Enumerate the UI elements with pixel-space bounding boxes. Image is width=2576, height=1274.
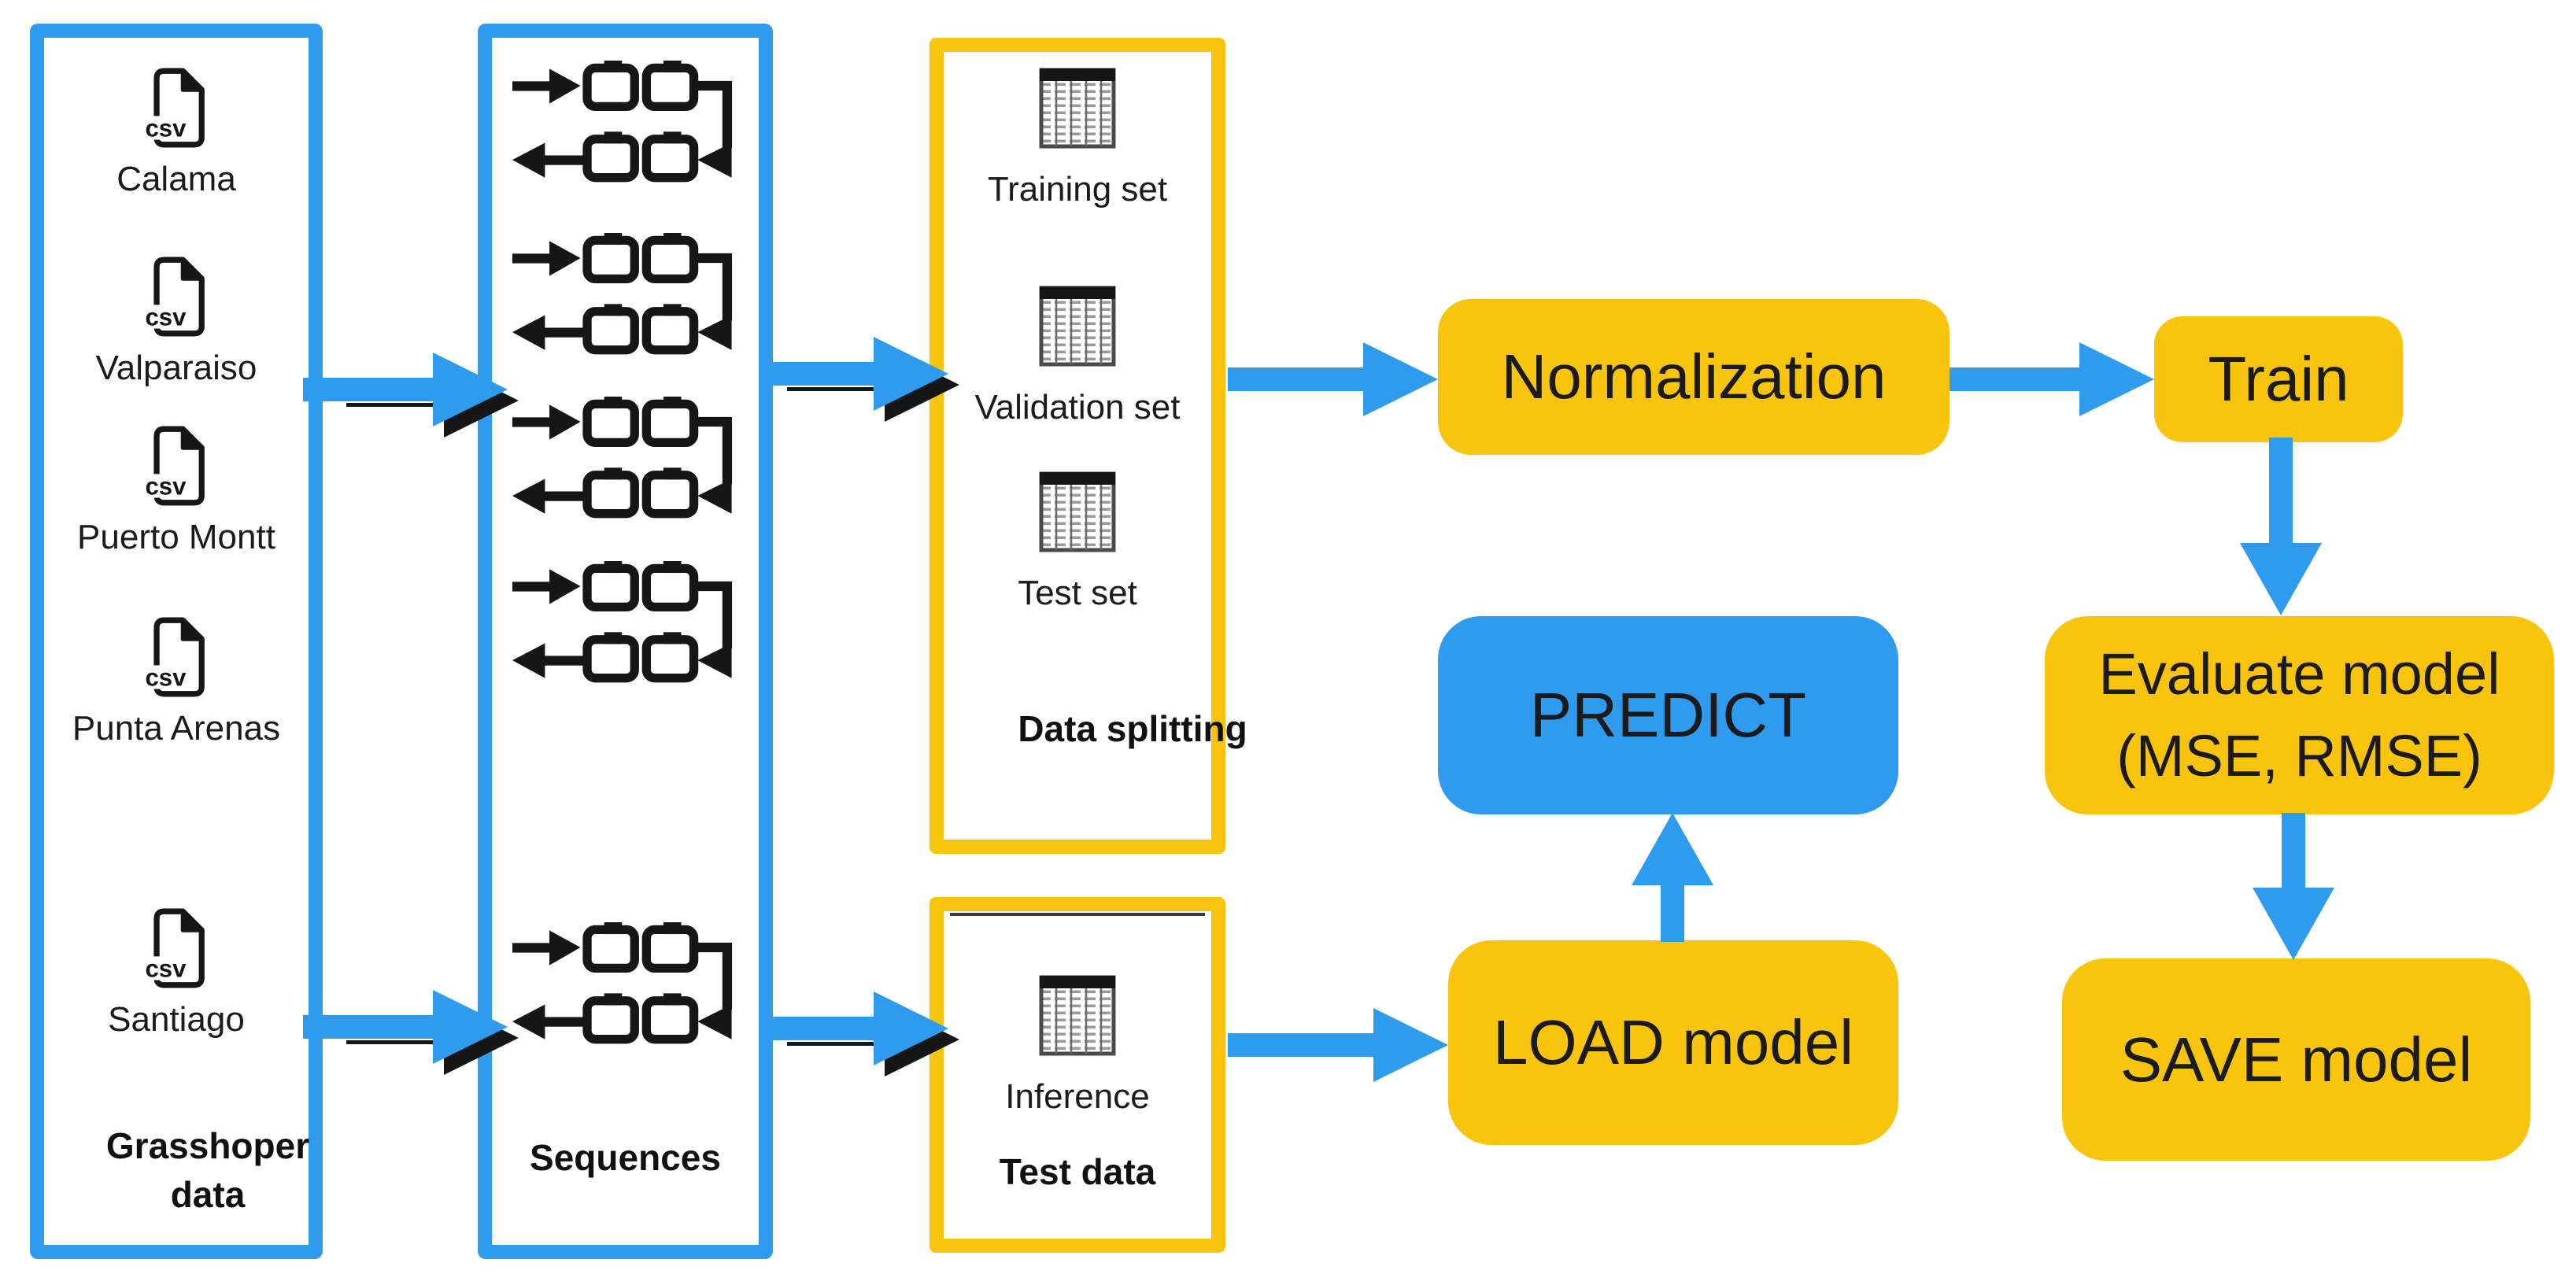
- test-data-title: Test data: [999, 1151, 1156, 1192]
- train-node: Train: [2154, 316, 2403, 442]
- shadow-line: [787, 1042, 913, 1046]
- svg-text:csv: csv: [145, 114, 187, 142]
- inference-label: Inference: [1005, 1077, 1150, 1116]
- arrowhead: [1632, 813, 1713, 885]
- arrow-sequences-to-testdata: [762, 1017, 875, 1040]
- sequence-icon: [512, 922, 732, 1044]
- arrowhead: [874, 337, 948, 411]
- sequences-panel: Sequences: [478, 24, 773, 1259]
- arrowhead: [1373, 1008, 1448, 1082]
- dataset-item: Training set: [944, 67, 1211, 209]
- sequence-icon: [512, 561, 732, 683]
- load-model-label: LOAD model: [1493, 1007, 1853, 1077]
- svg-text:csv: csv: [145, 663, 187, 691]
- shadow-line: [346, 1040, 484, 1044]
- arrow-normalization-to-train: [1950, 367, 2081, 391]
- csv-item: csv Punta Arenas: [44, 616, 309, 748]
- dataset-label: Training set: [987, 170, 1168, 209]
- normalization-node: Normalization: [1438, 299, 1950, 455]
- arrow-load-to-predict: [1661, 883, 1684, 942]
- dataset-label: Test set: [1018, 574, 1137, 612]
- table-icon: [1039, 975, 1116, 1056]
- arrowhead: [874, 992, 948, 1065]
- csv-file-icon: csv: [143, 257, 205, 337]
- grasshopper-data-panel: csv Calama csv Valparaiso csv Puerto Mon…: [30, 24, 323, 1259]
- train-label: Train: [2208, 344, 2349, 414]
- sequences-panel-title: Sequences: [530, 1137, 721, 1178]
- normalization-label: Normalization: [1501, 342, 1887, 412]
- arrowhead: [2240, 543, 2322, 615]
- city-label: Punta Arenas: [72, 709, 281, 748]
- csv-file-icon: csv: [143, 617, 205, 697]
- grasshopper-panel-title: Grasshoper data: [105, 1125, 310, 1216]
- csv-file-icon: csv: [143, 68, 205, 148]
- csv-item: csv Calama: [44, 67, 309, 199]
- svg-text:csv: csv: [145, 472, 187, 500]
- arrow-evaluate-to-save: [2282, 813, 2305, 892]
- sequence-item: [492, 397, 759, 523]
- panel-inner-line: [950, 913, 1205, 916]
- csv-item: csv Puerto Montt: [44, 425, 309, 557]
- arrowhead: [433, 990, 508, 1064]
- dataset-label: Validation set: [974, 388, 1181, 427]
- arrow-grasshopper-to-sequences-top: [303, 378, 434, 401]
- sequence-icon: [512, 61, 732, 183]
- svg-text:csv: csv: [145, 303, 187, 331]
- city-label: Calama: [116, 160, 236, 198]
- csv-file-icon: csv: [143, 426, 205, 506]
- arrowhead: [2253, 888, 2334, 960]
- shadow-line: [787, 387, 913, 391]
- data-splitting-title: Data splitting: [1018, 708, 1247, 749]
- data-splitting-panel: Training set Validation set Test set Dat…: [930, 38, 1247, 854]
- test-data-panel: Inference Test data: [930, 897, 1225, 1253]
- dataset-item: Validation set: [944, 285, 1211, 427]
- evaluate-model-label: Evaluate model (MSE, RMSE): [2098, 641, 2500, 788]
- sequence-item: [492, 561, 759, 687]
- load-model-node: LOAD model: [1448, 940, 1898, 1145]
- table-icon: [1039, 68, 1116, 149]
- arrowhead: [2079, 342, 2154, 416]
- sequence-icon: [512, 233, 732, 355]
- arrow-train-to-evaluate: [2269, 438, 2293, 548]
- csv-file-icon: csv: [143, 908, 205, 988]
- arrow-sequences-to-splitting: [762, 362, 875, 386]
- evaluate-model-node: Evaluate model (MSE, RMSE): [2045, 616, 2554, 814]
- shadow-line: [346, 403, 484, 407]
- arrow-grasshopper-to-sequences-bottom: [303, 1015, 434, 1039]
- csv-item: csv Santiago: [44, 907, 309, 1040]
- save-model-label: SAVE model: [2120, 1024, 2473, 1095]
- arrow-testdata-to-load: [1228, 1033, 1375, 1057]
- svg-text:csv: csv: [145, 955, 187, 982]
- city-label: Santiago: [108, 1000, 245, 1039]
- arrowhead: [1363, 342, 1438, 416]
- city-label: Valparaiso: [95, 349, 257, 387]
- city-label: Puerto Montt: [77, 518, 275, 556]
- arrowhead: [433, 353, 508, 427]
- predict-node: PREDICT: [1438, 616, 1898, 814]
- arrow-splitting-to-normalization: [1228, 367, 1365, 391]
- predict-label: PREDICT: [1529, 680, 1807, 750]
- save-model-node: SAVE model: [2062, 958, 2530, 1161]
- table-icon: [1039, 471, 1116, 552]
- table-icon: [1039, 286, 1116, 367]
- sequence-item: [492, 233, 759, 359]
- sequence-icon: [512, 397, 732, 519]
- sequence-item: [492, 61, 759, 186]
- csv-item: csv Valparaiso: [44, 256, 309, 388]
- dataset-item: Inference: [944, 974, 1211, 1117]
- dataset-item: Test set: [944, 471, 1211, 613]
- sequence-item: [492, 922, 759, 1048]
